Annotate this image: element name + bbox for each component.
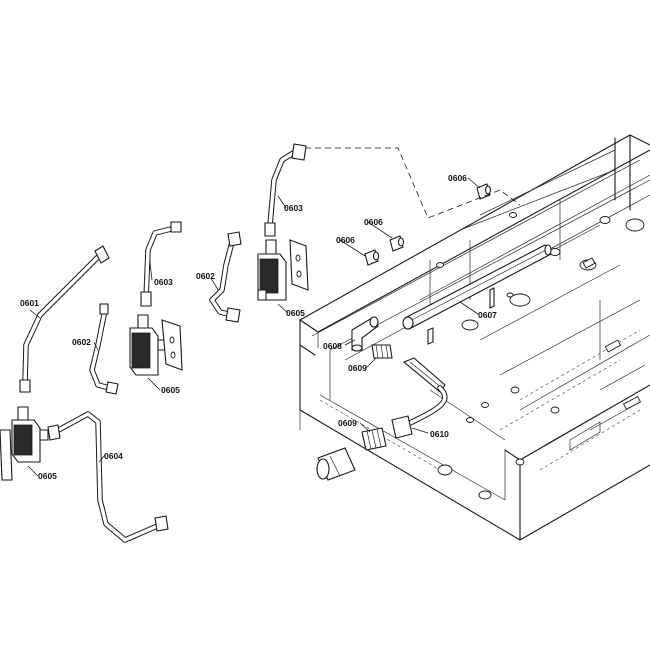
valve-part-0605-middle[interactable] — [129, 314, 183, 376]
flex-hose-upper[interactable] — [402, 357, 446, 393]
label-0605-middle: 0605 — [161, 385, 180, 395]
pipe-part-0603-left[interactable] — [140, 221, 182, 307]
flex-hose-part-0610[interactable] — [391, 385, 448, 439]
leader-lines — [27, 177, 481, 477]
label-0606-top: 0606 — [448, 173, 467, 183]
label-0610: 0610 — [430, 429, 449, 439]
label-0607: 0607 — [478, 310, 497, 320]
label-0602-left: 0602 — [72, 337, 91, 347]
pipe-part-0604[interactable] — [47, 411, 169, 543]
valve-part-0605-right[interactable] — [257, 239, 309, 301]
pipe-part-0602-right[interactable] — [209, 231, 242, 323]
label-0603-left: 0603 — [154, 277, 173, 287]
pipe-part-0602-left[interactable] — [89, 303, 119, 395]
chassis-frame — [299, 134, 650, 541]
pipe-part-0601[interactable] — [19, 245, 110, 393]
nozzle-part-0606-b[interactable] — [389, 235, 405, 252]
label-0609-lower: 0609 — [338, 418, 357, 428]
valve-body-lower[interactable] — [316, 447, 356, 481]
elbow-fitting-part-0608[interactable] — [351, 316, 379, 352]
label-0606-lower: 0606 — [336, 235, 355, 245]
assembly-line-upper — [305, 147, 521, 219]
label-0602-right: 0602 — [196, 271, 215, 281]
label-0606-middle: 0606 — [364, 217, 383, 227]
connector-part-0609-upper[interactable] — [371, 344, 393, 359]
label-0604: 0604 — [104, 451, 123, 461]
label-0609-upper: 0609 — [348, 363, 367, 373]
label-0608: 0608 — [323, 341, 342, 351]
label-0605-right: 0605 — [286, 308, 305, 318]
valve-part-0605-left[interactable] — [0, 406, 49, 481]
nozzle-part-0606-c[interactable] — [364, 249, 380, 266]
label-0603-right: 0603 — [284, 203, 303, 213]
nozzle-part-0606-a[interactable] — [476, 183, 492, 200]
pipe-part-0603-right[interactable] — [264, 143, 307, 237]
gas-manifold-part-0607[interactable] — [402, 244, 552, 345]
connector-part-0609-lower[interactable] — [361, 427, 387, 451]
label-0601: 0601 — [20, 298, 39, 308]
label-0605-left: 0605 — [38, 471, 57, 481]
